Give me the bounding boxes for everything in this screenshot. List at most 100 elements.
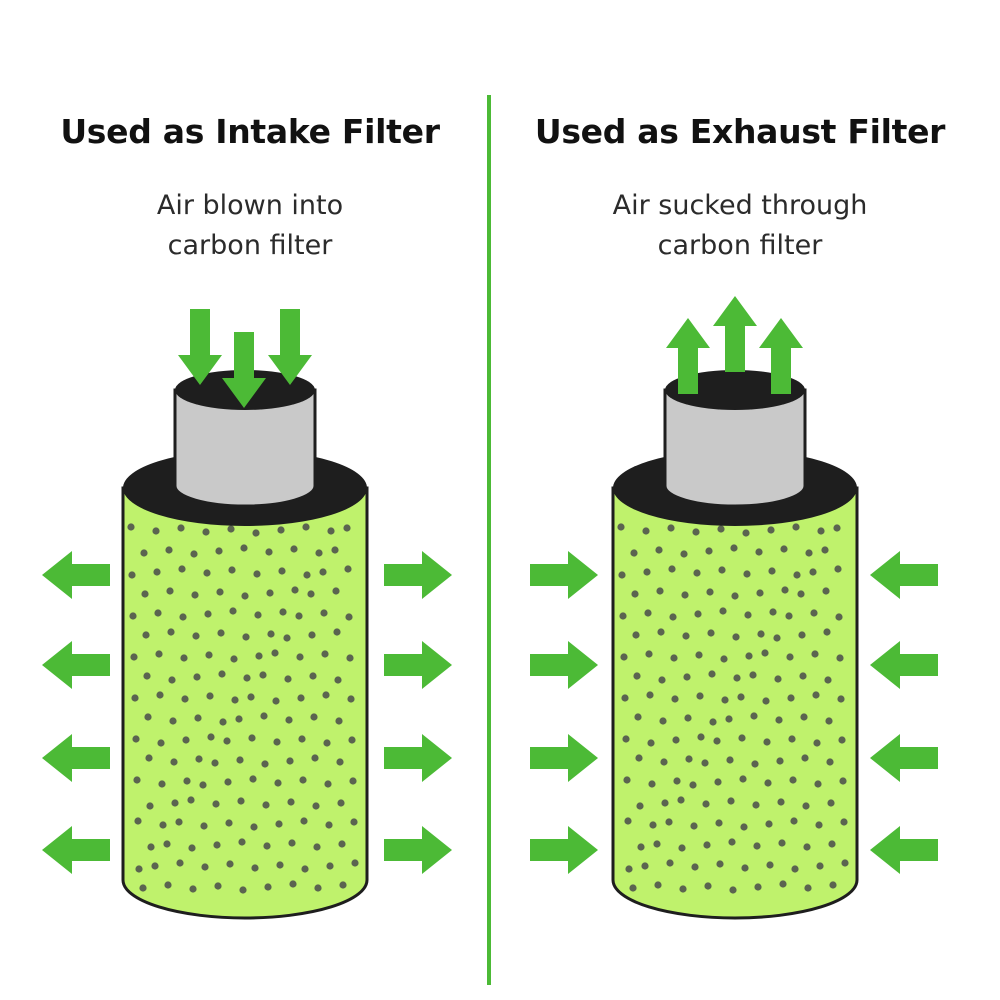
carbon-dot: [697, 733, 705, 741]
carbon-dot: [336, 758, 344, 766]
carbon-dot: [720, 655, 728, 663]
exhaust-pipe: [663, 388, 807, 508]
carbon-dot: [303, 571, 311, 579]
carbon-dot: [334, 676, 342, 684]
carbon-dot: [812, 691, 820, 699]
arrow-right-icon: [384, 734, 452, 782]
carbon-dot: [333, 628, 341, 636]
carbon-dot: [337, 799, 345, 807]
carbon-dot: [320, 609, 328, 617]
carbon-dot: [154, 609, 162, 617]
carbon-dot: [761, 649, 769, 657]
carbon-dot: [625, 865, 633, 873]
carbon-dot: [133, 776, 141, 784]
carbon-dot: [190, 550, 198, 558]
carbon-dot: [695, 651, 703, 659]
carbon-dot: [165, 546, 173, 554]
carbon-dot: [231, 696, 239, 704]
carbon-dot: [647, 739, 655, 747]
carbon-dot: [140, 549, 148, 557]
carbon-dot: [298, 735, 306, 743]
carbon-dot: [200, 822, 208, 830]
carbon-dot: [840, 818, 848, 826]
carbon-dot: [225, 819, 233, 827]
carbon-dot: [243, 674, 251, 682]
carbon-dot: [207, 733, 215, 741]
carbon-dot: [692, 528, 700, 536]
carbon-dot: [193, 673, 201, 681]
carbon-dot: [670, 654, 678, 662]
carbon-dot: [226, 860, 234, 868]
carbon-dot: [194, 714, 202, 722]
carbon-dot: [287, 798, 295, 806]
carbon-dot: [841, 859, 849, 867]
carbon-dot: [749, 671, 757, 679]
carbon-dot: [326, 862, 334, 870]
carbon-dot: [624, 817, 632, 825]
carbon-dot: [350, 818, 358, 826]
arrow-up-icon: [666, 318, 710, 394]
carbon-dot: [142, 631, 150, 639]
carbon-dot: [646, 691, 654, 699]
carbon-dot: [618, 571, 626, 579]
carbon-dot: [139, 884, 147, 892]
carbon-dot: [645, 650, 653, 658]
carbon-dot: [296, 653, 304, 661]
arrow-left-icon: [42, 551, 110, 599]
carbon-dot: [668, 565, 676, 573]
arrow-right-icon: [530, 826, 598, 874]
carbon-dot: [314, 884, 322, 892]
carbon-dot: [264, 883, 272, 891]
carbon-dot: [218, 670, 226, 678]
carbon-dot: [300, 817, 308, 825]
carbon-dot: [798, 631, 806, 639]
carbon-dot: [696, 692, 704, 700]
carbon-dot: [779, 880, 787, 888]
carbon-dot: [789, 776, 797, 784]
carbon-dot: [731, 592, 739, 600]
carbon-dot: [751, 760, 759, 768]
arrow-right-icon: [384, 551, 452, 599]
carbon-dot: [315, 549, 323, 557]
carbon-dot: [714, 778, 722, 786]
carbon-dot: [762, 697, 770, 705]
carbon-dot: [201, 863, 209, 871]
carbon-dot: [622, 735, 630, 743]
arrow-down-icon: [268, 309, 312, 385]
carbon-dot: [659, 717, 667, 725]
carbon-dot: [763, 738, 771, 746]
carbon-dot: [671, 695, 679, 703]
intake-panel: Used as Intake Filter Air blown into car…: [60, 112, 440, 261]
carbon-dot: [321, 650, 329, 658]
carbon-dot: [236, 756, 244, 764]
carbon-dot: [272, 697, 280, 705]
arrow-left-icon: [42, 734, 110, 782]
carbon-dot: [195, 755, 203, 763]
carbon-dot: [786, 653, 794, 661]
carbon-dot: [261, 760, 269, 768]
carbon-dot: [644, 609, 652, 617]
carbon-dot: [834, 565, 842, 573]
carbon-dot: [141, 590, 149, 598]
carbon-dot: [254, 611, 262, 619]
carbon-dot: [192, 632, 200, 640]
carbon-dot: [250, 823, 258, 831]
carbon-dot: [276, 861, 284, 869]
carbon-dot: [299, 776, 307, 784]
carbon-dot: [672, 736, 680, 744]
carbon-dot: [214, 882, 222, 890]
carbon-dot: [709, 718, 717, 726]
carbon-dot: [702, 800, 710, 808]
carbon-dot: [188, 844, 196, 852]
carbon-dot: [239, 886, 247, 894]
carbon-dot: [143, 672, 151, 680]
carbon-dot: [631, 590, 639, 598]
carbon-dot: [823, 628, 831, 636]
carbon-dot: [825, 717, 833, 725]
carbon-dot: [764, 779, 772, 787]
carbon-dot: [240, 544, 248, 552]
carbon-dot: [247, 693, 255, 701]
carbon-dot: [191, 591, 199, 599]
carbon-dot: [307, 590, 315, 598]
carbon-dot: [128, 571, 136, 579]
